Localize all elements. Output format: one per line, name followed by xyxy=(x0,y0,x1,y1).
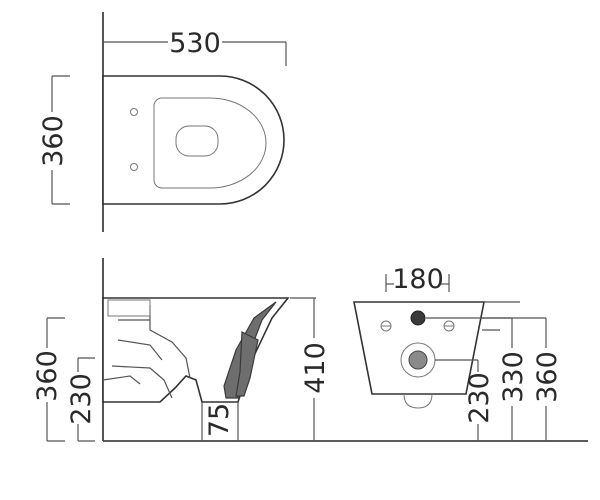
dim-360-side-label: 360 xyxy=(32,350,63,402)
dim-530-label: 530 xyxy=(169,28,221,59)
rear-view-bottom-lip xyxy=(403,393,433,409)
side-view-inner-curve-upper xyxy=(149,305,191,379)
rear-view-body-outline xyxy=(353,301,485,395)
dim-360-top-label: 360 xyxy=(38,115,69,167)
dim-230-side-label: 230 xyxy=(66,373,97,425)
top-view: 530 360 xyxy=(38,12,287,232)
dim-410-label: 410 xyxy=(300,342,331,394)
top-view-fixing-hole-upper xyxy=(130,108,138,116)
rear-view: 180 230 330 360 xyxy=(353,264,563,441)
top-view-fixing-hole-lower xyxy=(130,163,138,171)
side-view: 360 230 75 410 xyxy=(32,258,588,442)
dim-330-label: 330 xyxy=(498,351,529,403)
dim-75-label: 75 xyxy=(204,403,235,437)
rear-view-outlet-inner xyxy=(408,350,428,370)
top-view-bowl-outline xyxy=(102,75,285,205)
side-view-inlet-lower xyxy=(117,339,163,361)
top-view-drain xyxy=(175,125,219,157)
side-view-outlet-curve xyxy=(111,365,173,399)
top-view-seat-opening xyxy=(153,97,267,189)
dim-180-label: 180 xyxy=(392,264,444,295)
side-view-inlet-box xyxy=(107,299,151,317)
side-view-trap-section xyxy=(235,331,259,397)
side-view-outlet-pipe xyxy=(102,375,141,385)
dim-230-rear-label: 230 xyxy=(464,372,495,424)
rear-view-inlet xyxy=(410,310,426,326)
dim-360-rear-label: 360 xyxy=(532,351,563,403)
